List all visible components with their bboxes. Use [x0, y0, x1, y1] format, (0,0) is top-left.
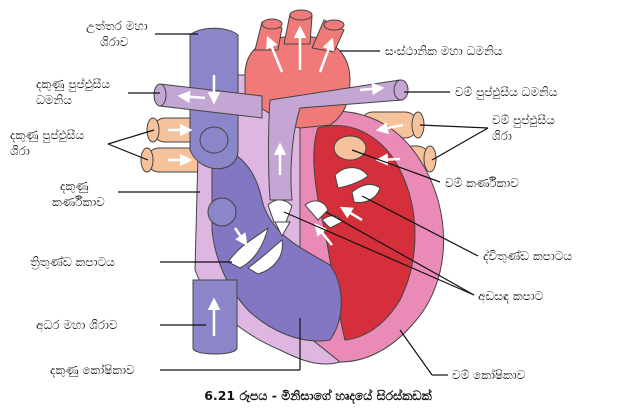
- label-left-pulmonary-artery: වම් පුප්ඵුසීය ධමනිය: [455, 85, 558, 99]
- semilunar-valve-pulmonary: [267, 199, 293, 238]
- label-right-atrium: දකුණු කර්ණිකාව: [52, 179, 105, 209]
- superior-vena-cava-opening: [199, 126, 229, 154]
- label-semilunar-valves: අඩසඳ කපාට: [478, 289, 544, 303]
- figure-caption: 6.21 රූපය - මිනිසාගේ හෘදයේ සිරස්කඩක්: [204, 388, 432, 403]
- blood-flow-arrows: [168, 25, 404, 336]
- label-bicuspid-valve: ද්විතුණ්ඩ කපාටය: [483, 249, 572, 263]
- label-left-pulmonary-veins: වම් පුප්ඵුසීය ශිරා: [492, 113, 555, 143]
- label-inferior-vena-cava: අධර මහා ශිරාව: [36, 318, 118, 332]
- left-atrium-opening: [333, 135, 367, 161]
- label-superior-vena-cava: උත්තර මහා ශිරාව: [86, 19, 148, 49]
- coronary-sinus-opening: [207, 197, 237, 227]
- label-right-ventricle: දකුණු කෝෂිකාව: [50, 363, 135, 377]
- label-right-pulmonary-artery: දකුණු පුප්ඵුසීය ධමනිය: [36, 77, 110, 107]
- label-right-pulmonary-veins: දකුණු පුප්ඵුසීය ශිරා: [10, 128, 84, 158]
- pulmonary-artery: [268, 79, 403, 201]
- label-aorta: සංස්ථානික මහා ධමනිය: [385, 44, 503, 58]
- label-left-atrium: වම් කර්ණිකාව: [445, 176, 519, 190]
- label-tricuspid-valve: ත්‍රිතුණ්ඩ කපාටය: [30, 255, 115, 269]
- bicuspid-valve: [334, 167, 381, 203]
- label-leader-lines: [107, 33, 489, 376]
- label-left-ventricle: වම් කෝෂිකාව: [452, 368, 526, 382]
- tricuspid-valve: [227, 226, 283, 275]
